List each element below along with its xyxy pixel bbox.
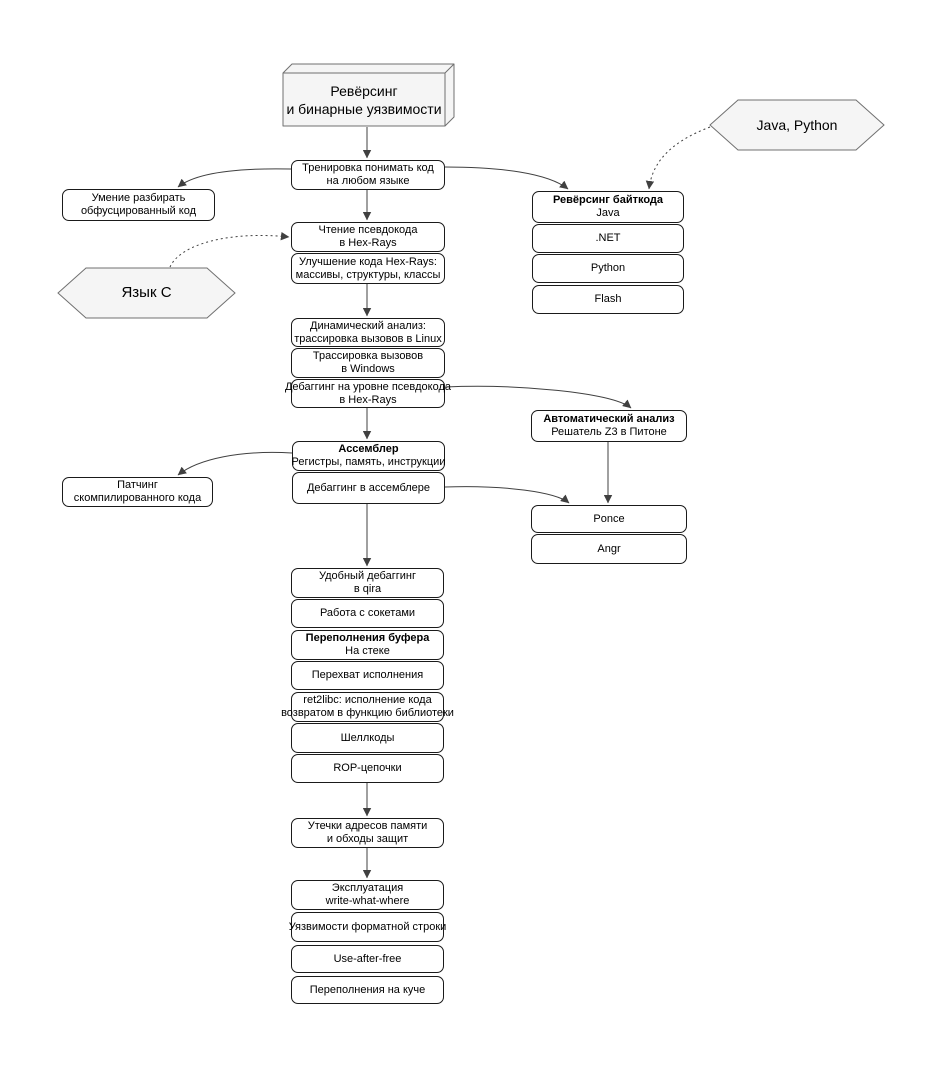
node-ret2libc: ret2libc: исполнение кода возвратом в фу… (281, 692, 454, 722)
node-chtenie-line2: в Hex-Rays (339, 237, 397, 249)
node-reversing-bytecode: Ревёрсинг байткода Java (532, 191, 684, 223)
node-autoanaliz-line2: Решатель Z3 в Питоне (551, 426, 667, 438)
node-avtomaticheskiy-analiz: Автоматический анализ Решатель Z3 в Пито… (531, 410, 687, 442)
hexagon-yazyk-c (57, 267, 236, 319)
node-dyn-line2: трассировка вызовов в Linux (294, 332, 442, 345)
node-bufover-line1: Переполнения буфера (305, 632, 430, 644)
node-format-string: Уязвимости форматной строки (288, 912, 447, 942)
node-rop-label: ROP-цепочки (333, 762, 402, 774)
node-trenirovka: Тренировка понимать код на любом языке (291, 160, 445, 190)
node-trasswin-line1: Трассировка вызовов (312, 350, 424, 362)
node-rev-bytecode-line1: Ревёрсинг байткода (552, 194, 664, 206)
node-python: Python (532, 254, 684, 283)
node-dotnet-label: .NET (595, 232, 621, 244)
node-qira-line2: в qira (353, 583, 382, 595)
node-dynamic-analiz: Динамический анализ: трассировка вызовов… (291, 318, 445, 347)
node-exploitwww-line2: write-what-where (325, 895, 410, 907)
node-ponce-label: Ponce (593, 512, 625, 525)
node-utechki-line2: и обходы защит (326, 833, 409, 845)
node-angr: Angr (531, 534, 687, 564)
node-use-after-free: Use-after-free (291, 945, 444, 973)
node-formatstring-label: Уязвимости форматной строки (288, 920, 447, 933)
node-uluchshenie-line1: Улучшение кода Hex-Rays: (299, 255, 437, 268)
node-umenie-razbirat: Умение разбирать обфусцированный код (62, 189, 215, 221)
node-debugpseudo-line1: Дебаггинг на уровне псевдокода (284, 380, 452, 393)
node-reversing-root: Ревёрсинг и бинарные уязвимости (283, 73, 445, 126)
node-perepolneniya-na-kuche: Переполнения на куче (291, 976, 444, 1004)
node-utechki-adresov: Утечки адресов памяти и обходы защит (291, 818, 444, 848)
node-angr-label: Angr (597, 542, 621, 555)
node-trenirovka-line1: Тренировка понимать код (302, 162, 434, 174)
node-patching-line2: скомпилированного кода (73, 492, 202, 504)
node-perehvat-label: Перехват исполнения (311, 669, 424, 681)
root-title-line2: и бинарные уязвимости (286, 100, 442, 117)
node-trasswin-line2: в Windows (341, 363, 395, 375)
node-shellkody: Шеллкоды (291, 723, 444, 753)
node-rop-tsepochki: ROP-цепочки (291, 754, 444, 783)
node-sockets-label: Работа с сокетами (319, 607, 416, 619)
node-heapover-label: Переполнения на куче (309, 983, 426, 996)
node-sockets: Работа с сокетами (291, 599, 444, 628)
node-uaf-label: Use-after-free (333, 952, 402, 965)
node-bufover-line2: На стеке (345, 645, 390, 657)
node-umenie-line2: обфусцированный код (80, 205, 197, 217)
solid-connectors (177, 127, 632, 879)
node-perepolneniya-bufera: Переполнения буфера На стеке (291, 630, 444, 660)
node-debugging-assembler: Дебаггинг в ассемблере (292, 472, 445, 504)
node-ret2libc-line2: возвратом в функцию библиотеки (281, 707, 454, 719)
root-title-line1: Ревёрсинг (330, 82, 398, 99)
node-perehvat-ispolneniya: Перехват исполнения (291, 661, 444, 690)
node-patching: Патчинг скомпилированного кода (62, 477, 213, 507)
node-flash: Flash (532, 285, 684, 314)
node-dotnet: .NET (532, 224, 684, 253)
hex-yazyk-c-label: Язык C (121, 284, 172, 301)
node-qira-line1: Удобный дебаггинг (319, 570, 416, 582)
node-assembler: Ассемблер Регистры, память, инструкции (292, 441, 445, 471)
dashed-connectors (169, 126, 711, 268)
node-flash-label: Flash (594, 293, 622, 305)
node-patching-line1: Патчинг (117, 479, 158, 491)
node-umenie-line1: Умение разбирать (91, 192, 186, 204)
node-shellkody-label: Шеллкоды (340, 731, 395, 744)
hexagon-java-python (709, 99, 885, 151)
node-assembler-line1: Ассемблер (338, 443, 399, 455)
node-autoanaliz-line1: Автоматический анализ (543, 413, 675, 425)
node-debugasm-label: Дебаггинг в ассемблере (306, 481, 431, 494)
node-hex-yazyk-c: Язык C (58, 268, 235, 318)
node-python-label: Python (590, 262, 626, 274)
node-hex-java-python: Java, Python (710, 100, 884, 150)
node-utechki-line1: Утечки адресов памяти (307, 820, 428, 832)
node-dyn-line1: Динамический анализ: (310, 319, 426, 332)
node-rev-bytecode-line2: Java (596, 207, 620, 219)
node-debugpseudo-line2: в Hex-Rays (339, 393, 397, 406)
node-assembler-line2: Регистры, память, инструкции (291, 456, 446, 468)
node-trassirovka-windows: Трассировка вызовов в Windows (291, 348, 445, 378)
node-ponce: Ponce (531, 505, 687, 533)
node-exploitwww-line1: Эксплуатация (331, 882, 404, 894)
node-qira: Удобный дебаггинг в qira (291, 568, 444, 598)
node-debugging-psevdokod: Дебаггинг на уровне псевдокода в Hex-Ray… (285, 379, 451, 408)
node-ret2libc-line1: ret2libc: исполнение кода (303, 694, 432, 706)
node-trenirovka-line2: на любом языке (326, 175, 410, 187)
node-chtenie-line1: Чтение псевдокода (318, 224, 418, 236)
hex-java-python-label: Java, Python (756, 116, 838, 133)
cube-shape (282, 63, 455, 127)
node-uluchshenie-koda: Улучшение кода Hex-Rays: массивы, структ… (291, 253, 445, 284)
node-ekspluatatsiya-www: Эксплуатация write-what-where (291, 880, 444, 910)
node-chtenie-psevdokoda: Чтение псевдокода в Hex-Rays (291, 222, 445, 252)
node-uluchshenie-line2: массивы, структуры, классы (295, 268, 441, 281)
